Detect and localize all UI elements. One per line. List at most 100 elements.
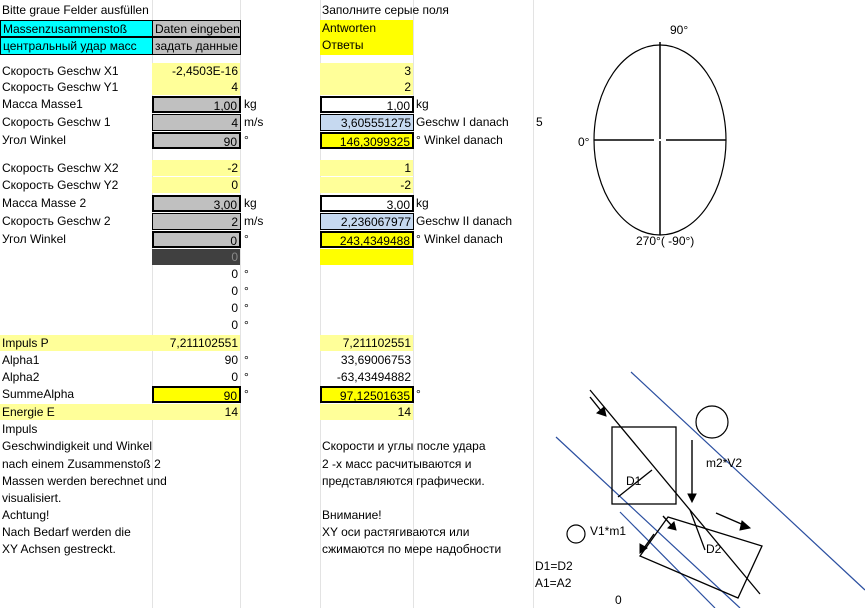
unit-deg: ° <box>244 370 249 384</box>
arrow-head <box>639 543 648 554</box>
label-angle1-after: ° Winkel danach <box>416 133 503 147</box>
arrow-right <box>715 512 747 527</box>
value-x1[interactable]: -2,4503E-16 <box>152 63 240 79</box>
diagonal-line <box>589 389 761 595</box>
input-speed1[interactable]: 4 <box>152 114 241 131</box>
answer-energy: 14 <box>320 404 413 420</box>
input-speed2[interactable]: 2 <box>152 213 241 230</box>
arrow-small <box>662 515 673 527</box>
input-mass2[interactable]: 3,00 <box>152 195 241 212</box>
gridline <box>152 0 153 608</box>
label-speed2-after: Geschw II danach <box>416 214 513 228</box>
track-line <box>630 371 865 591</box>
input-angle1[interactable]: 90 <box>152 132 241 149</box>
mass1-circle <box>566 524 586 544</box>
title-ru: центральный удар масс <box>0 37 153 55</box>
label-alpha2: Alpha2 <box>2 370 40 384</box>
label-v1m1: V1*m1 <box>590 524 626 538</box>
note-ru-line: сжимаются по мере надобности <box>322 542 502 556</box>
extra-zero: 0 <box>231 318 238 332</box>
arrow-head <box>596 406 607 417</box>
answer-mass1: 1,00 <box>320 96 414 113</box>
note-de-line: Massen werden berechnet und <box>2 474 167 488</box>
eq-d: D1=D2 <box>535 559 573 573</box>
answers-header-de: Antworten <box>320 20 413 37</box>
label-speed1-after: Geschw I danach <box>416 115 509 129</box>
answer-y2: -2 <box>320 177 413 193</box>
note-ru-line: Внимание! <box>322 508 382 522</box>
label-speed2: Скорость Geschw 2 <box>2 214 111 228</box>
answers-header-ru: Ответы <box>320 37 413 55</box>
note-de-line: Nach Bedarf werden die <box>2 525 131 539</box>
input-mass1[interactable]: 1,00 <box>152 96 241 113</box>
label-x1: Скорость Geschw X1 <box>2 64 119 78</box>
label-d2: D2 <box>706 542 722 556</box>
note-ru-line: Скорости и углы после удара <box>322 439 486 453</box>
bottom-zero: 0 <box>615 593 622 607</box>
extra-yellow-cell <box>320 249 413 265</box>
label-speed1: Скорость Geschw 1 <box>2 115 111 129</box>
extra-dark-cell: 0 <box>152 249 240 265</box>
mass2-circle <box>695 405 729 439</box>
answer-impulse: 7,211102551 <box>320 335 413 351</box>
label-angle1: Угол Winkel <box>2 133 66 147</box>
label-angle2-after: ° Winkel danach <box>416 232 503 246</box>
extra-zero: 0 <box>231 301 238 315</box>
note-ru-line: XY оси растягиваются или <box>322 525 470 539</box>
angle-90: 90° <box>670 23 688 37</box>
title-de: Massenzusammenstoß <box>0 20 153 37</box>
unit-deg: ° <box>244 133 249 147</box>
answer-angle2: 243,4349488 <box>320 231 414 248</box>
unit-deg: ° <box>244 301 249 315</box>
input-header-de: Daten eingeben <box>152 20 241 37</box>
label-impulse-note: Impuls <box>2 422 38 436</box>
label-m2v2: m2*V2 <box>706 456 742 470</box>
v1-arrow <box>589 396 603 413</box>
note-ru-line: представляются графически. <box>322 474 485 488</box>
side-number: 5 <box>536 115 543 129</box>
mass1-box <box>611 426 677 505</box>
arrow-head <box>687 493 697 504</box>
note-ru-line: 2 -х масс расчитываются и <box>322 457 472 471</box>
mass2-box <box>638 516 763 599</box>
unit-deg: ° <box>244 353 249 367</box>
input-header-ru: задать данные <box>152 37 241 55</box>
value-alpha1: 90 <box>224 353 238 367</box>
arrow-head <box>739 520 752 531</box>
value-x2[interactable]: -2 <box>152 160 240 176</box>
label-alpha1: Alpha1 <box>2 353 40 367</box>
value-y2[interactable]: 0 <box>152 177 240 193</box>
unit-deg: ° <box>244 232 249 246</box>
answer-y1: 2 <box>320 79 413 95</box>
unit-deg: ° <box>416 387 421 401</box>
answer-sum-alpha: 97,12501635 <box>320 386 414 403</box>
value-energy: 14 <box>152 404 240 420</box>
answer-mass2: 3,00 <box>320 195 414 212</box>
input-angle2[interactable]: 0 <box>152 231 241 248</box>
gridline <box>320 0 321 608</box>
value-alpha2: 0 <box>231 370 238 384</box>
answer-x1: 3 <box>320 63 413 79</box>
label-d1: D1 <box>626 474 642 488</box>
d2-line <box>689 509 706 551</box>
answer-x2: 1 <box>320 160 413 176</box>
gridline <box>413 0 414 608</box>
value-y1[interactable]: 4 <box>152 79 240 95</box>
label-sum-alpha: SummeAlpha <box>2 387 75 401</box>
unit-kg: kg <box>244 196 257 210</box>
angle-270: 270°( -90°) <box>636 234 694 248</box>
label-angle2: Угол Winkel <box>2 232 66 246</box>
angle-diagram: 90° 0° 270°( -90°) <box>578 23 727 248</box>
extra-zero: 0 <box>231 284 238 298</box>
label-impulse: Impuls P <box>0 335 152 351</box>
answer-angle1: 146,3099325 <box>320 132 414 149</box>
note-de-line: nach einem Zusammenstoß 2 <box>2 457 161 471</box>
label-mass1: Масса Masse1 <box>2 97 83 111</box>
label-x2: Скорость Geschw X2 <box>2 161 119 175</box>
gridline <box>240 0 241 608</box>
answer-alpha1: 33,69006753 <box>340 353 411 367</box>
unit-deg: ° <box>244 284 249 298</box>
value-sum-alpha: 90 <box>152 386 241 403</box>
arrow-down <box>643 533 655 549</box>
